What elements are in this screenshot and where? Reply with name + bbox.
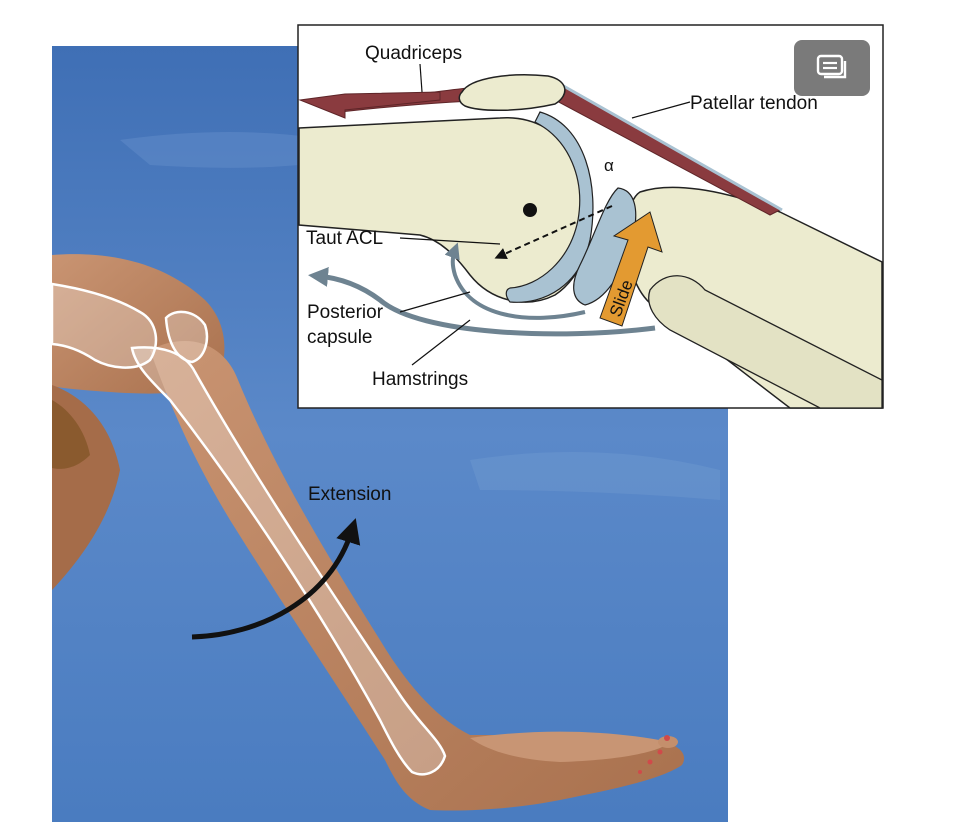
captions-icon	[816, 54, 847, 79]
caption-button[interactable]	[794, 40, 870, 96]
leader-lines	[399, 63, 691, 366]
inset-diagram: Slide Quadriceps Patellar tendon α Taut …	[297, 24, 884, 409]
extension-label: Extension	[308, 484, 391, 505]
axis-dot	[523, 203, 537, 217]
tibia-cartilage	[573, 187, 637, 306]
fibula	[648, 275, 883, 409]
posterior-capsule-label-line1: Posterior	[307, 302, 384, 323]
quadriceps-label: Quadriceps	[365, 43, 462, 64]
femur-cartilage	[505, 111, 594, 303]
taut-acl-label: Taut ACL	[306, 228, 383, 249]
tibia-overlay	[130, 346, 447, 776]
hamstring-arrow	[308, 266, 656, 337]
quadriceps-arrow	[298, 91, 441, 119]
posterior-capsule-label-line2: capsule	[307, 327, 373, 348]
hamstrings-label: Hamstrings	[372, 369, 468, 390]
femur-overlay	[50, 282, 158, 369]
posterior-capsule-arrow	[444, 242, 586, 320]
patella	[458, 74, 566, 111]
acl-dashed-arrow	[494, 205, 613, 260]
extension-arrow	[191, 518, 361, 640]
patellar-tendon-highlight	[559, 82, 783, 212]
alpha-label: α	[604, 156, 614, 175]
patellar-tendon-label: Patellar tendon	[690, 93, 818, 114]
patella-overlay	[164, 310, 209, 364]
bone-overlay	[50, 282, 447, 776]
